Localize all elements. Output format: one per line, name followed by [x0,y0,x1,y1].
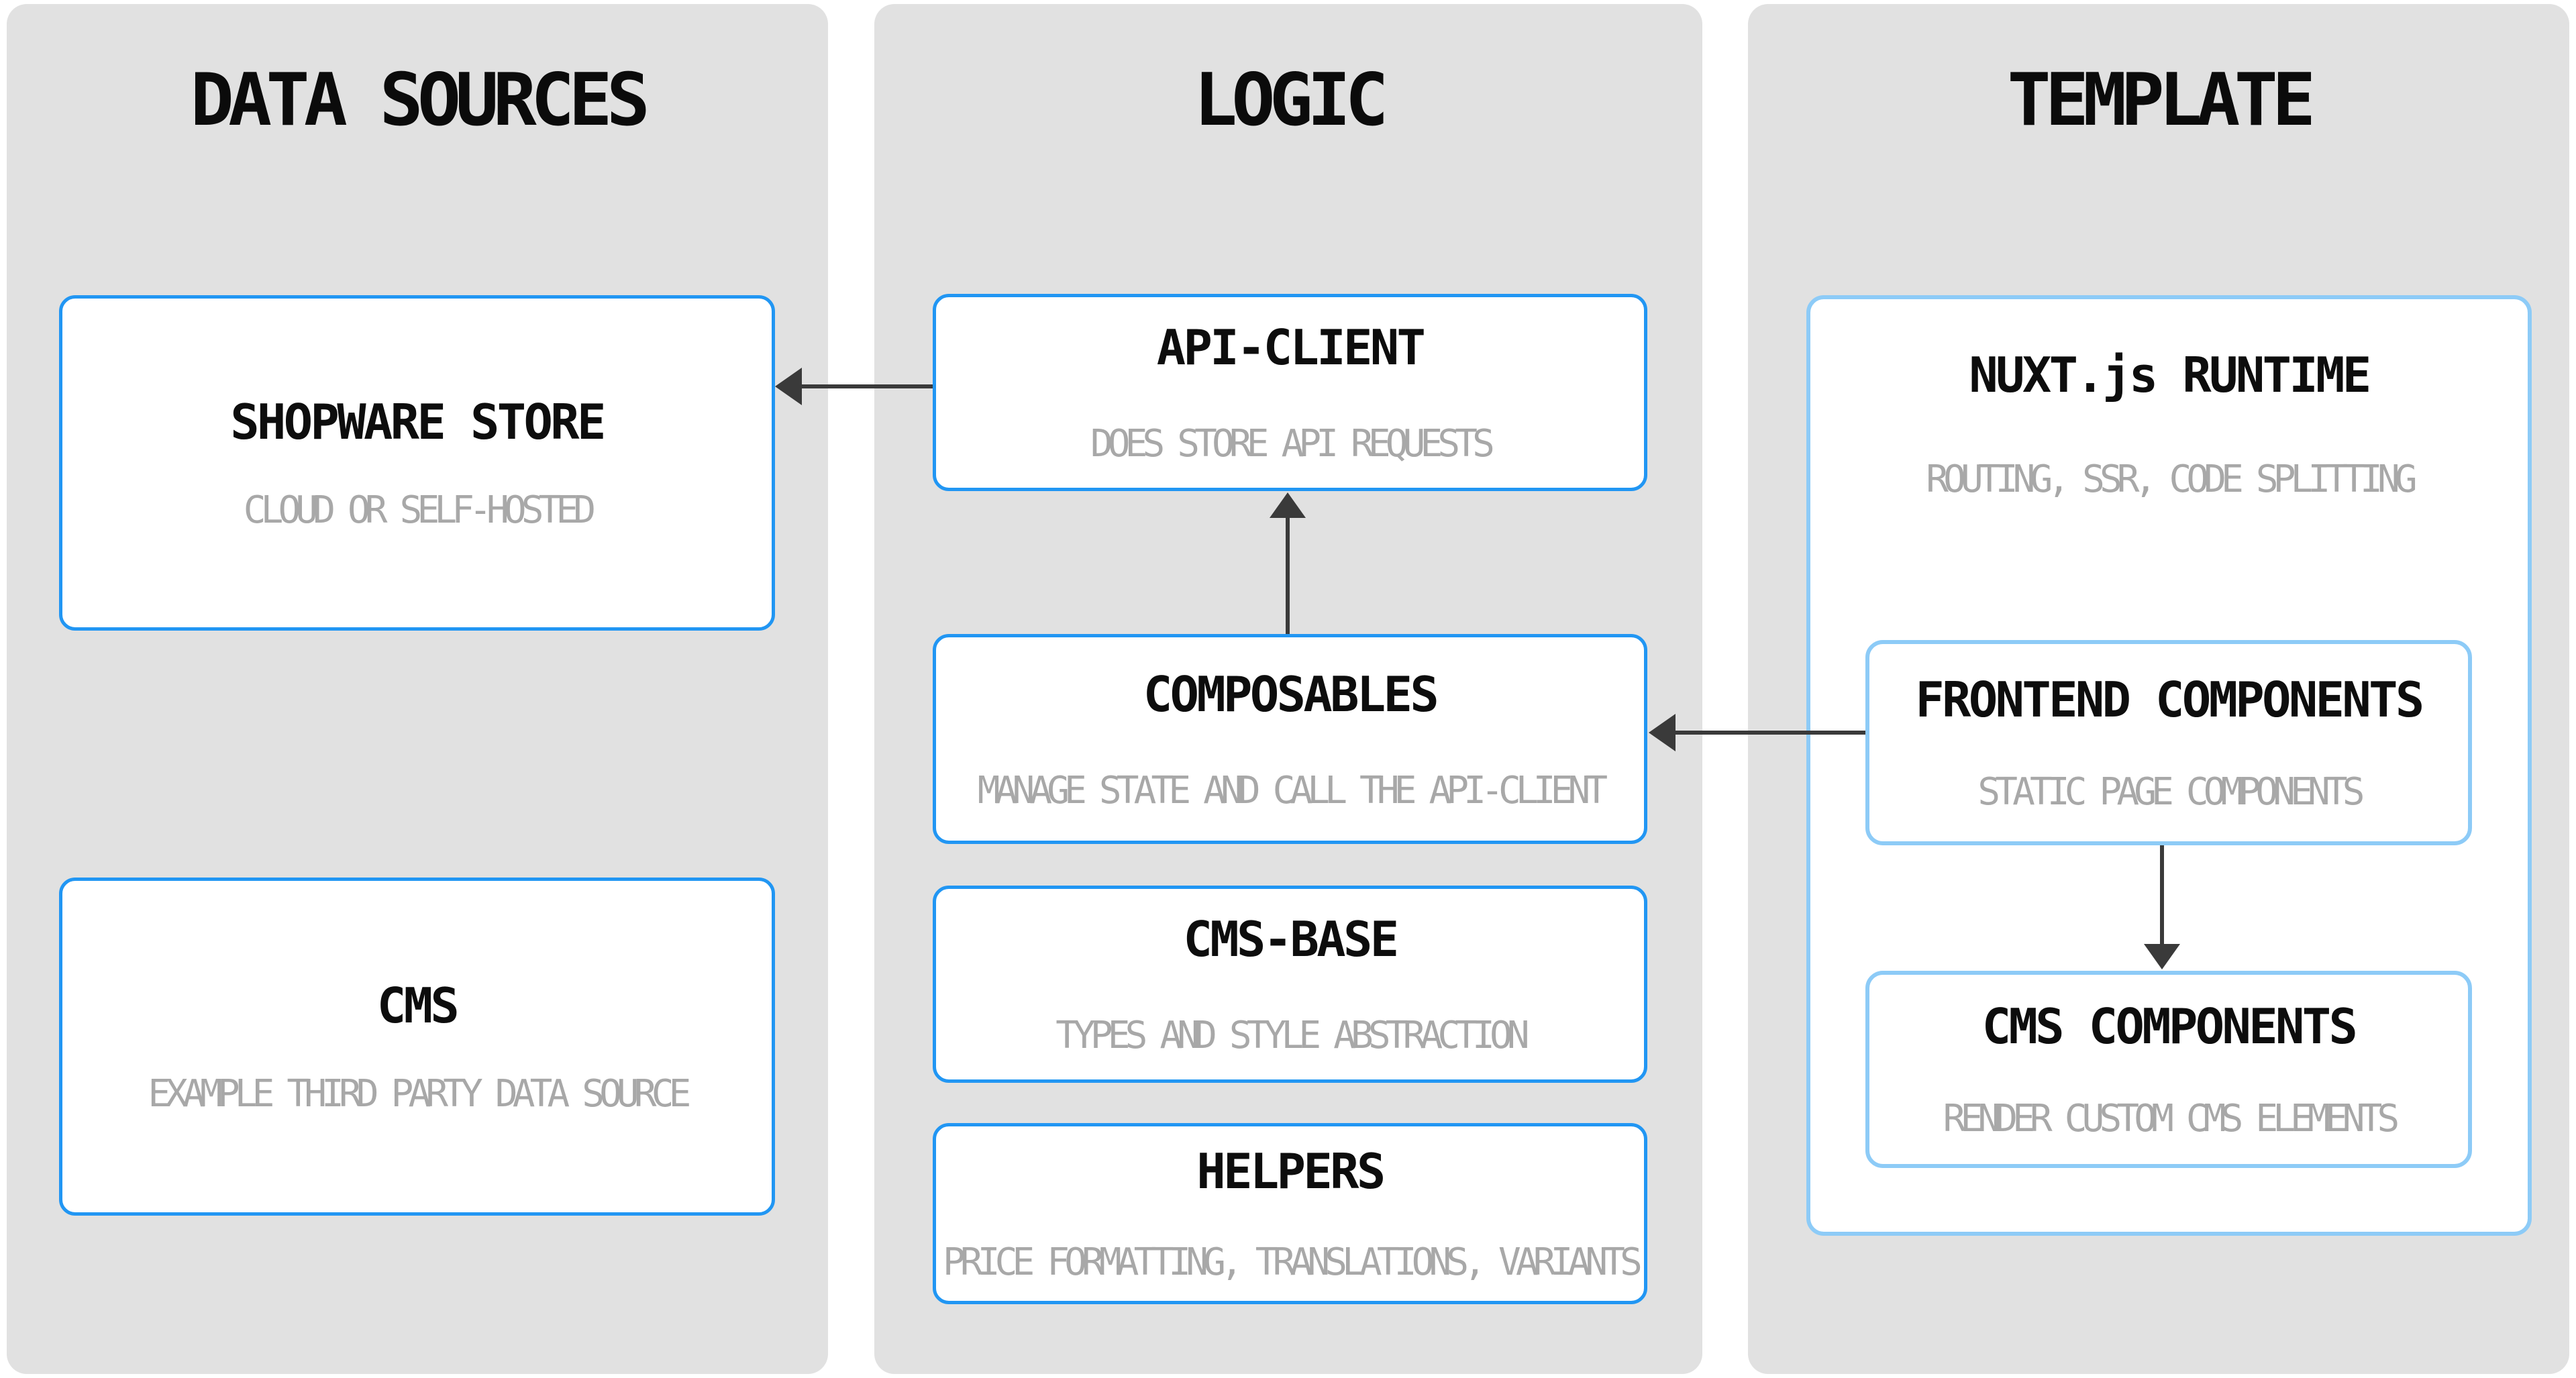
arrow-frontend-to-cms-components-head [2144,944,2180,969]
node-title: CMS COMPONENTS [1981,998,2358,1055]
arrow-api-client-to-shopware-line [801,384,933,388]
node-title: COMPOSABLES [1143,666,1439,723]
node-subtitle: DOES STORE API REQUESTS [1090,422,1495,466]
node-subtitle: EXAMPLE THIRD PARTY DATA SOURCE [148,1072,691,1116]
arrow-frontend-to-cms-components-line [2160,845,2164,944]
arrow-frontend-to-composables-head [1649,714,1676,751]
node-shopware-store: SHOPWARE STORE CLOUD OR SELF-HOSTED [59,295,775,631]
column-header-logic: LOGIC [1194,58,1389,142]
column-header-data-sources: DATA SOURCES [190,58,650,142]
arrow-api-client-to-shopware-head [775,368,802,405]
node-subtitle: TYPES AND STYLE ABSTRACTION [1055,1014,1529,1057]
node-subtitle: STATIC PAGE COMPONENTS [1977,770,2365,814]
node-title: CMS [376,977,460,1034]
node-cms-base: CMS-BASE TYPES AND STYLE ABSTRACTION [933,886,1647,1083]
arrow-frontend-to-composables-line [1674,731,1865,735]
node-helpers: HELPERS PRICE FORMATTING, TRANSLATIONS, … [933,1123,1647,1304]
node-frontend-components: FRONTEND COMPONENTS STATIC PAGE COMPONEN… [1865,640,2472,845]
node-title: API-CLIENT [1156,319,1426,376]
node-title: HELPERS [1196,1143,1386,1200]
node-title: SHOPWARE STORE [230,394,606,450]
node-subtitle: ROUTING, SSR, CODE SPLITTING [1926,458,2417,501]
arrow-composables-to-api-client-head [1270,492,1306,518]
node-title: NUXT.js RUNTIME [1969,347,2371,403]
column-header-template: TEMPLATE [2007,58,2316,142]
arrow-composables-to-api-client-line [1286,517,1290,634]
node-cms: CMS EXAMPLE THIRD PARTY DATA SOURCE [59,878,775,1216]
node-subtitle: RENDER CUSTOM CMS ELEMENTS [1943,1097,2400,1141]
node-title: FRONTEND COMPONENTS [1915,672,2424,728]
node-subtitle: MANAGE STATE AND CALL THE API-CLIENT [977,768,1608,812]
node-title: CMS-BASE [1183,911,1400,967]
node-api-client: API-CLIENT DOES STORE API REQUESTS [933,294,1647,491]
node-subtitle: PRICE FORMATTING, TRANSLATIONS, VARIANTS [943,1240,1643,1284]
node-cms-components: CMS COMPONENTS RENDER CUSTOM CMS ELEMENT… [1865,971,2472,1168]
node-subtitle: CLOUD OR SELF-HOSTED [243,488,596,532]
node-composables: COMPOSABLES MANAGE STATE AND CALL THE AP… [933,634,1647,844]
